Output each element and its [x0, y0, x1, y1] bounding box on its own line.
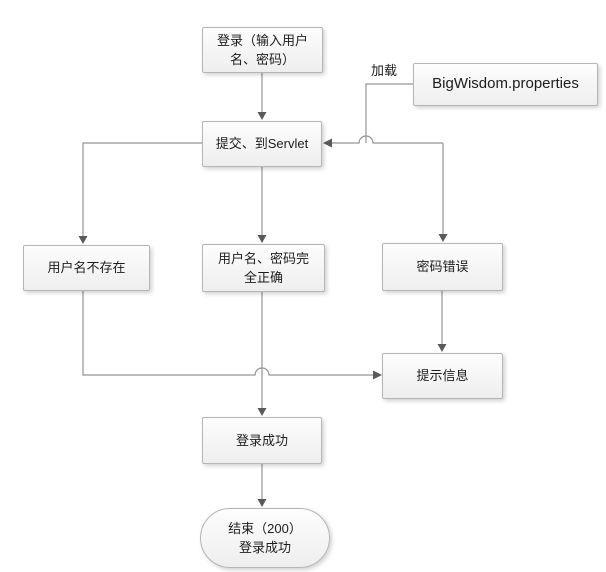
arrowhead-wrong-password-top	[438, 234, 448, 242]
arrowhead-user-not-exist-top	[78, 236, 88, 244]
node-submit-servlet: 提交、到Servlet	[202, 121, 322, 167]
arrowhead-end-top	[257, 499, 267, 507]
node-username-not-exist: 用户名不存在	[23, 245, 150, 291]
node-wrong-password: 密码错误	[382, 243, 503, 291]
arrowhead-login-success-top	[257, 408, 267, 416]
edge-properties-load	[365, 83, 413, 143]
arrowhead-submit-right	[323, 138, 332, 148]
node-prompt-message: 提示信息	[382, 353, 503, 399]
arrowhead-prompt-left	[373, 370, 382, 380]
edge-to-user-not-exist	[82, 142, 202, 236]
node-properties-file: BigWisdom.properties	[413, 63, 598, 106]
node-login: 登录（输入用户名、密码）	[202, 27, 323, 73]
arrowhead-submit-top	[257, 112, 267, 120]
node-end-terminator: 结束（200） 登录成功	[200, 508, 330, 568]
edge-right-branch	[332, 135, 443, 144]
edge-user-not-exist-to-prompt	[82, 291, 373, 376]
arrowhead-credentials-top	[257, 235, 267, 243]
node-login-success: 登录成功	[202, 417, 322, 464]
node-credentials-correct: 用户名、密码完全正确	[202, 244, 325, 292]
arrowhead-prompt-top	[437, 344, 447, 352]
edge-label-load: 加载	[371, 63, 398, 78]
